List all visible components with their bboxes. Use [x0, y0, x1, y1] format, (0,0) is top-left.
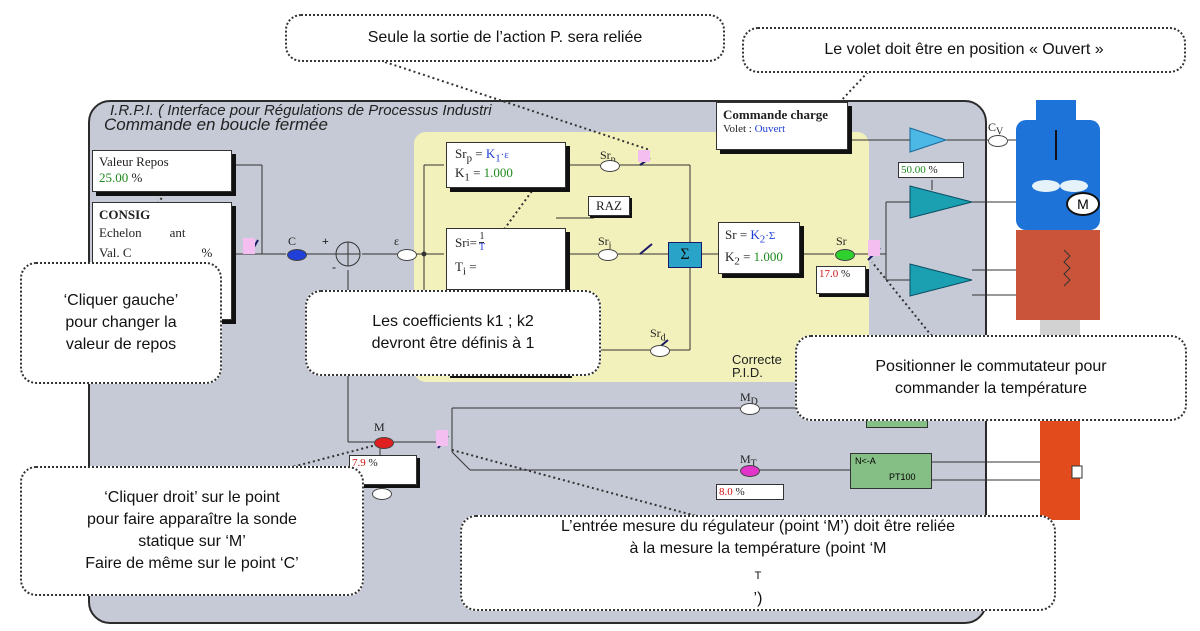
mt-label: MT	[740, 452, 757, 470]
sum-minus: -	[332, 260, 336, 274]
volet-label: Volet :	[723, 123, 755, 135]
sum-plus: +	[322, 234, 329, 248]
md-label: MD	[740, 390, 758, 408]
switch-pad-consigne[interactable]	[243, 238, 255, 254]
block-i-ti-sub: i	[462, 265, 466, 278]
block-p-k1-sub: 1	[464, 171, 470, 184]
callout-p-action: Seule la sortie de l’action P. sera reli…	[285, 14, 725, 62]
srd-point[interactable]	[650, 345, 670, 357]
block-out-k2-eq: =	[739, 248, 754, 264]
cv-point[interactable]	[988, 135, 1008, 147]
correcteur-label: Correcte	[732, 352, 782, 367]
block-out-k2: K	[725, 248, 735, 264]
sri-label: Sri	[598, 234, 612, 252]
panel-subtitle: Commande en boucle fermée	[104, 115, 328, 134]
valeur-repos-box[interactable]: Valeur Repos 25.00 %	[92, 150, 232, 192]
srp-label: Srp	[600, 148, 616, 165]
gain-display: 50.00 %	[898, 162, 964, 178]
block-i-ti-eq: =	[465, 259, 477, 274]
block-i-sr-sub: i	[466, 236, 470, 249]
consigne-val-label: Val. C	[99, 245, 132, 260]
commande-charge-box[interactable]: Commande charge Volet : Ouvert	[716, 102, 848, 150]
pt100-top: N<-A	[855, 456, 876, 466]
block-p-eq: =	[471, 146, 486, 161]
point-c-label: C	[288, 234, 297, 248]
pid-label: P.I.D.	[732, 365, 763, 380]
callout-entree-mesure: L’entrée mesure du régulateur (point ‘M’…	[460, 515, 1056, 611]
block-sr-output[interactable]: Sr = K2·Σ K2 = 1.000	[718, 222, 800, 274]
block-i-frac-top: 1	[479, 231, 485, 243]
volet-value: Ouvert	[754, 123, 786, 135]
point-m-secondary[interactable]	[372, 488, 392, 500]
sr-display: 17.0 %	[816, 266, 866, 294]
raz-button[interactable]: RAZ	[588, 196, 630, 216]
switch-pad-sr[interactable]	[868, 240, 880, 256]
epsilon-point[interactable]	[397, 249, 417, 261]
switch-pad-m[interactable]	[436, 430, 448, 446]
block-p-k-sub: 1	[495, 152, 501, 165]
block-i-ti: T	[455, 259, 463, 274]
block-p-k-tail: ·ε	[500, 149, 509, 161]
srd-label: Srd	[650, 326, 666, 344]
consigne-echelon-tail: ant	[169, 225, 186, 240]
point-m[interactable]	[374, 437, 394, 449]
mt-point[interactable]	[740, 465, 760, 477]
motor-symbol: M	[1066, 192, 1100, 216]
block-p-k1-eq: =	[469, 164, 484, 180]
block-out-k-tail: ·Σ	[765, 230, 776, 242]
mt-display: 8.0 %	[716, 484, 784, 500]
block-out-sr: Sr	[725, 227, 737, 242]
point-c[interactable]	[287, 249, 307, 261]
consigne-title: CONSIG	[99, 207, 151, 222]
sr-label: Sr	[836, 234, 847, 248]
consigne-echelon: Echelon	[99, 225, 142, 240]
consigne-val-unit: %	[201, 245, 213, 260]
srp-point[interactable]	[600, 160, 620, 172]
block-p-sr: Sr	[455, 146, 467, 161]
sr-point[interactable]	[835, 249, 855, 261]
pt100-block: N<-A PT100	[850, 453, 932, 489]
point-m-label: M	[374, 420, 385, 434]
block-i-frac-bottom: T	[478, 242, 486, 253]
block-i-sr: Sr	[455, 234, 467, 250]
block-p-sr-sub: p	[466, 152, 472, 165]
callout-volet: Le volet doit être en position « Ouvert …	[742, 27, 1186, 73]
panel-title: I.R.P.I. ( Interface pour Régulations de…	[110, 102, 492, 119]
valeur-repos-label: Valeur Repos	[99, 154, 169, 169]
block-out-k: K	[750, 227, 760, 242]
switch-pad-p[interactable]	[638, 150, 650, 162]
sigma-block: Σ	[668, 242, 702, 268]
cv-label: CV	[988, 120, 1004, 138]
k2-value: 1.000	[753, 248, 783, 264]
block-p-k: K	[485, 146, 496, 161]
k1-value: 1.000	[483, 164, 513, 180]
block-i-eq: =	[469, 234, 477, 250]
commande-charge-title: Commande charge	[723, 107, 829, 122]
block-out-k-sub: 2	[759, 233, 766, 246]
block-p-k1-label: K	[455, 164, 465, 180]
block-p[interactable]: Srp = K1·ε K1 = 1.000	[446, 142, 566, 188]
md-point[interactable]	[740, 403, 760, 415]
valeur-repos-unit: %	[131, 170, 143, 185]
block-out-k2-sub: 2	[734, 255, 740, 268]
block-out-eq: =	[736, 227, 751, 242]
pt100-label: PT100	[889, 472, 916, 482]
epsilon-label: ε	[394, 234, 400, 248]
valeur-repos-value: 25.00	[99, 170, 129, 185]
sri-point[interactable]	[598, 249, 618, 261]
